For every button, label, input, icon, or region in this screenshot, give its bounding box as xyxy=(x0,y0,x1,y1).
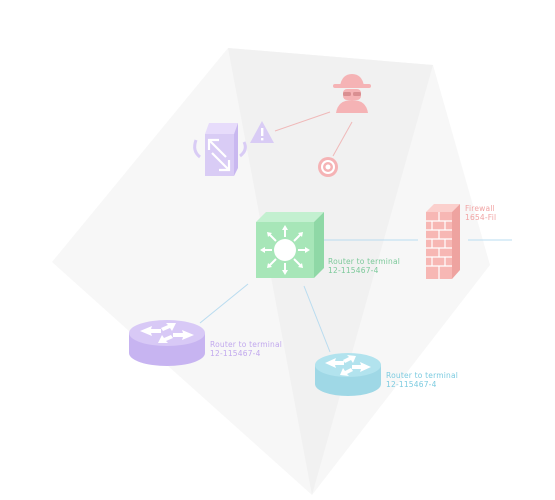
warning-triangle-icon[interactable] xyxy=(250,121,274,143)
router-bottom-icon[interactable] xyxy=(315,353,381,396)
router-left-icon[interactable] xyxy=(129,320,205,366)
layer3-switch-icon[interactable] xyxy=(256,212,324,278)
switch-label: Router to terminal 12-115467-4 xyxy=(328,257,400,275)
link-switch-router-left xyxy=(199,283,249,324)
router-left-label-line2: 12-115467-4 xyxy=(210,349,261,358)
switch-label-line1: Router to terminal xyxy=(328,257,401,266)
firewall-label: Firewall 1654-Fil xyxy=(465,204,496,222)
router-bottom-label-line2: 12-115467-4 xyxy=(386,380,437,389)
router-left-label: Router to terminal 12-115467-4 xyxy=(210,340,282,358)
links xyxy=(199,111,512,353)
link-attacker-warning xyxy=(274,111,331,132)
switch-label-line2: 12-115467-4 xyxy=(328,266,379,275)
firewall-label-line1: Firewall xyxy=(465,204,495,213)
brick-firewall-icon[interactable] xyxy=(426,204,460,279)
link-attacker-target xyxy=(332,121,353,157)
target-icon[interactable] xyxy=(318,157,338,177)
router-left-label-line1: Router to terminal xyxy=(210,340,283,349)
zone-region-inner xyxy=(228,48,433,495)
link-switch-router-bottom xyxy=(303,285,331,353)
router-bottom-label: Router to terminal 12-115467-4 xyxy=(386,371,458,389)
router-bottom-label-line1: Router to terminal xyxy=(386,371,459,380)
spy-attacker-icon[interactable] xyxy=(333,74,371,113)
firewall-label-line2: 1654-Fil xyxy=(465,213,497,222)
server-sync-icon[interactable] xyxy=(193,123,247,176)
